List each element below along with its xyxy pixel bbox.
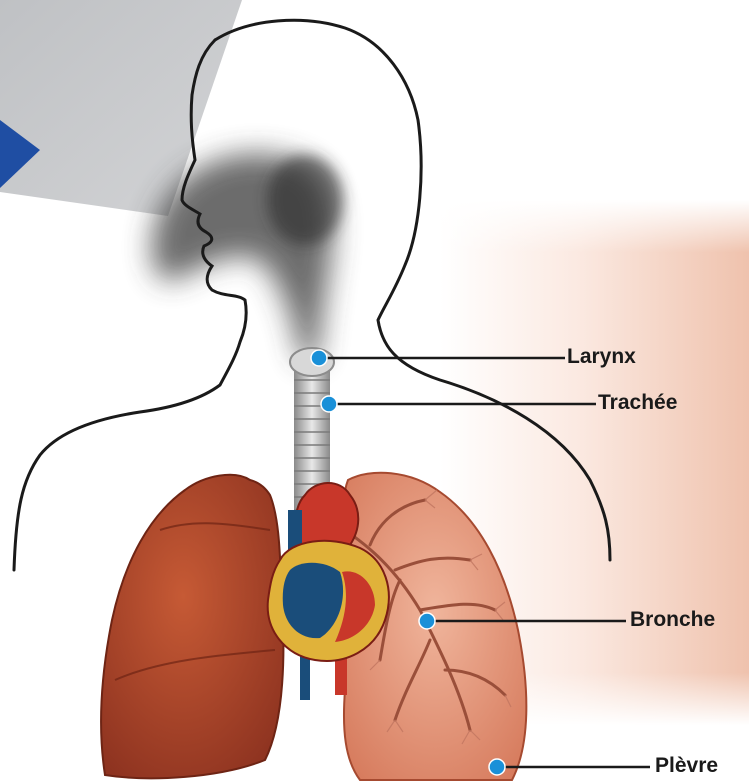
airway-shading (152, 154, 343, 360)
left-lung (101, 475, 283, 778)
larynx-marker (311, 350, 327, 366)
larynx-label: Larynx (567, 346, 636, 367)
trachee-label: Trachée (598, 392, 677, 413)
trachee-marker (321, 396, 337, 412)
plevre-marker (489, 759, 505, 775)
plevre-label: Plèvre (655, 755, 718, 776)
bronche-marker (419, 613, 435, 629)
bronche-label: Bronche (630, 609, 715, 630)
